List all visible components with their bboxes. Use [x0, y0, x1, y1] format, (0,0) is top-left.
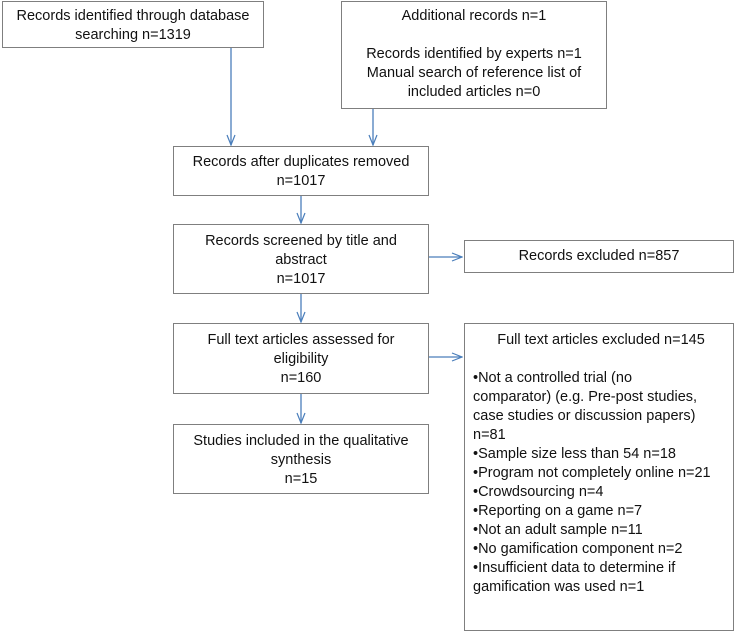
- box-line: Studies included in the qualitative: [193, 433, 409, 449]
- box-line: Records screened by title and: [205, 233, 397, 249]
- duplicates-removed-box: Records after duplicates removed n=1017: [173, 146, 429, 196]
- box-line: n=160: [280, 370, 322, 386]
- records-db-search-box: Records identified through database sear…: [2, 1, 264, 48]
- box-line: Records identified through database: [16, 8, 250, 24]
- exclusion-reason-line: gamification was used n=1: [473, 579, 645, 595]
- box-line: searching n=1319: [75, 27, 191, 43]
- full-text-assessed-box: Full text articles assessed for eligibil…: [173, 323, 429, 394]
- box-line: Additional records n=1: [401, 8, 547, 24]
- box-line: Manual search of reference list of: [366, 65, 582, 81]
- full-text-excluded-title: Full text articles excluded n=145: [497, 332, 705, 348]
- exclusion-reason-item: Reporting on a game n=7: [473, 502, 729, 521]
- exclusion-reason-line: case studies or discussion papers): [473, 408, 696, 424]
- exclusion-reason-line: comparator) (e.g. Pre-post studies,: [473, 389, 698, 405]
- box-line: synthesis: [270, 452, 332, 468]
- box-line: Records identified by experts n=1: [366, 46, 582, 62]
- exclusion-reason-item: Program not completely online n=21: [473, 464, 729, 483]
- box-line: included articles n=0: [407, 84, 541, 100]
- box-line: eligibility: [273, 351, 329, 367]
- exclusion-reason-item: Not a controlled trial (no: [473, 369, 729, 388]
- full-text-excluded-box: Full text articles excluded n=145 Not a …: [464, 323, 734, 631]
- box-line: Records excluded n=857: [518, 248, 680, 264]
- box-line: n=1017: [276, 271, 326, 287]
- studies-included-box: Studies included in the qualitative synt…: [173, 424, 429, 494]
- box-line: abstract: [275, 252, 327, 268]
- exclusion-reason-item: Not an adult sample n=11: [473, 521, 729, 540]
- exclusion-reason-item: Insufficient data to determine if: [473, 559, 729, 578]
- box-line: [342, 26, 606, 45]
- additional-records-box: Additional records n=1 Records identifie…: [341, 1, 607, 109]
- box-line: Full text articles assessed for: [207, 332, 395, 348]
- exclusion-reason-item: No gamification component n=2: [473, 540, 729, 559]
- box-line: n=1017: [276, 173, 326, 189]
- exclusion-reason-item: Sample size less than 54 n=18: [473, 445, 729, 464]
- exclusion-reason-item: Crowdsourcing n=4: [473, 483, 729, 502]
- box-line: Records after duplicates removed: [192, 154, 410, 170]
- exclusion-reason-line: n=81: [473, 427, 506, 443]
- box-line: n=15: [284, 471, 318, 487]
- records-screened-box: Records screened by title and abstract n…: [173, 224, 429, 294]
- records-excluded-box: Records excluded n=857: [464, 240, 734, 273]
